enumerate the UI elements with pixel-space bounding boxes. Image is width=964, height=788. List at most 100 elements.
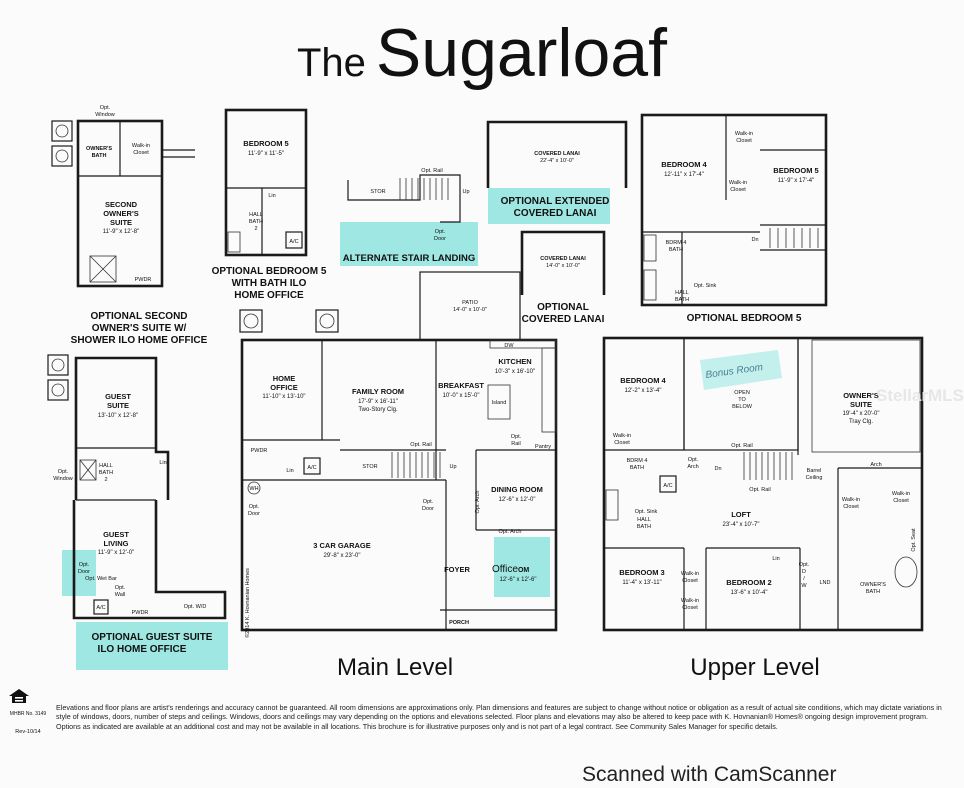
opt-door-label: Door [434,236,446,242]
garage-name: 3 CAR GARAGE [313,541,371,550]
opt-wet-bar-label: Opt. Wet Bar [85,576,117,582]
ac-unit-icon [239,309,263,333]
breakfast-dimensions: 10'-0" x 15'-0" [443,393,480,399]
bedroom5-caption: WITH BATH ILO [232,278,307,289]
bdrm4-bath-label: BATH [630,465,644,471]
opt-door-label: Door [78,569,90,575]
barrel-ceiling-label: Barrel [807,468,822,474]
ext-lanai-caption: COVERED LANAI [514,208,597,219]
upper-level-plan: Bonus Room BEDROOM 4 12'-2" x 13'-4" Wal… [602,336,924,681]
fan-icon [51,383,65,397]
home-office-name: HOME [273,374,296,383]
owners-suite-dimensions: 19'-4" x 20'-0" [843,411,880,417]
ac-label: A/C [96,605,105,611]
barrel-ceiling-label: Ceiling [806,475,823,481]
walk-in-closet-label: Closet [614,440,630,446]
cov-lanai-dimensions: 14'-0" x 10'-0" [546,263,580,269]
tub-icon [605,489,619,521]
hall-bath-label: BATH [675,297,689,303]
opt-arch-label: Opt. [688,457,699,463]
bedroom3-name: BEDROOM 3 [619,568,664,577]
ac-unit-icon [51,145,73,167]
opt-seat-label: Opt. Seat [911,528,917,552]
stair-treads-icon [743,452,793,480]
opt-door-label: Opt. [79,562,90,568]
walk-in-closet-label: Walk-in [613,433,631,439]
stair-caption-highlight [340,222,478,266]
opt-dw-label: D [802,569,806,575]
walk-in-closet-label: Closet [682,605,698,611]
bedroom3-dimensions: 11'-4" x 13'-11" [622,580,661,586]
opt-rail-label: Opt. [511,434,522,440]
cov-lanai-caption: OPTIONAL [537,302,589,313]
kitchen-counter [489,339,557,349]
owners-suite-name: OWNER'S [843,391,879,400]
stor-label: STOR [370,189,385,195]
fan-icon [319,313,335,329]
opt-window-label: Opt. [58,469,69,475]
guest-living-name: GUEST [103,530,129,539]
upper-level-label: Upper Level [690,654,819,681]
second-suite-name: SECOND [105,200,138,209]
option-stair-landing: STOR Opt. Rail Up Opt. Door ALTERNATE ST… [340,168,478,266]
second-suite-dimensions: 11'-9" x 12'-8" [103,229,139,235]
kitchen-name: KITCHEN [498,357,531,366]
guest-suite-caption: OPTIONAL GUEST SUITE [92,632,213,643]
option-covered-lanai: COVERED LANAI 14'-0" x 10'-0" OPTIONAL C… [520,230,606,325]
guest-suite-dimensions: 13'-10" x 12'-8" [98,413,138,419]
opt-wall-label: Opt. [115,585,126,591]
ac-label: A/C [289,239,298,245]
bdrm4-bath-label: BDRM 4 [666,240,687,246]
walk-in-closet-label: Walk-in [132,143,150,149]
dining-room-name: DINING ROOM [491,485,543,494]
tub-icon [643,234,657,262]
ac-unit-icon [47,354,69,376]
open-to-below-label: BELOW [732,404,753,410]
opt-dw-label: W [801,583,807,589]
down-label: Dn [751,237,758,243]
opt-arch-label: Arch [687,464,698,470]
opt-rail-label: Opt. Rail [421,168,442,174]
guest-living-dimensions: 11'-9" x 12'-0" [98,550,134,556]
tub-icon [227,231,241,253]
hall-bath-label: 2 [104,477,107,483]
walk-in-closet-label: Walk-in [842,497,860,503]
opt-window-label: Window [53,476,73,482]
opt-door-label: Opt. [249,504,260,510]
opt-rail-label: Opt. Rail [749,487,770,493]
opt-wd-label: Opt. W/D [184,604,207,610]
fan-icon [55,149,69,163]
walk-in-closet-label: Closet [682,578,698,584]
ac-unit-icon [47,379,69,401]
family-room-name: FAMILY ROOM [352,387,404,396]
hall-bath-label: HALL [637,517,651,523]
opt-arch-label: Opt. Arch [475,491,481,514]
island-icon [487,384,511,420]
pwdr-label: PWDR [132,610,149,616]
owners-suite-dimensions: Tray Clg. [849,419,873,425]
second-suite-caption: SHOWER ILO HOME OFFICE [71,335,208,346]
opt-window-label: Opt. [100,105,111,111]
ext-lanai-dimensions: 22'-4" x 10'-0" [540,158,574,164]
walk-in-closet-label: Closet [133,150,149,156]
patio-outline [419,271,521,341]
scanner-caption: Scanned with CamScanner [582,763,837,786]
fan-icon [243,313,259,329]
fan-icon [55,124,69,138]
second-suite-name: OWNER'S [103,209,139,218]
opt-door-label: Opt. [435,229,446,235]
bedroom4-name: BEDROOM 4 [620,376,666,385]
title-prefix: The [296,41,366,85]
arch-label: Arch [870,462,881,468]
opt-sink-label: Opt. Sink [694,283,717,289]
option-second-owners-suite: Opt. Window OWNER'S BATH Walk-in Closet … [51,105,208,346]
ext-lanai-caption: OPTIONAL EXTENDED [501,196,610,207]
pwdr-label: PWDR [135,277,152,283]
disclaimer-text: Elevations and floor plans are artist's … [56,703,942,731]
bedroom2-name: BEDROOM 2 [726,578,771,587]
bdrm4-bath-label: BATH [669,247,683,253]
opt-door-highlight [62,550,96,596]
guest-suite-name: GUEST [105,392,131,401]
fan-icon [51,358,65,372]
